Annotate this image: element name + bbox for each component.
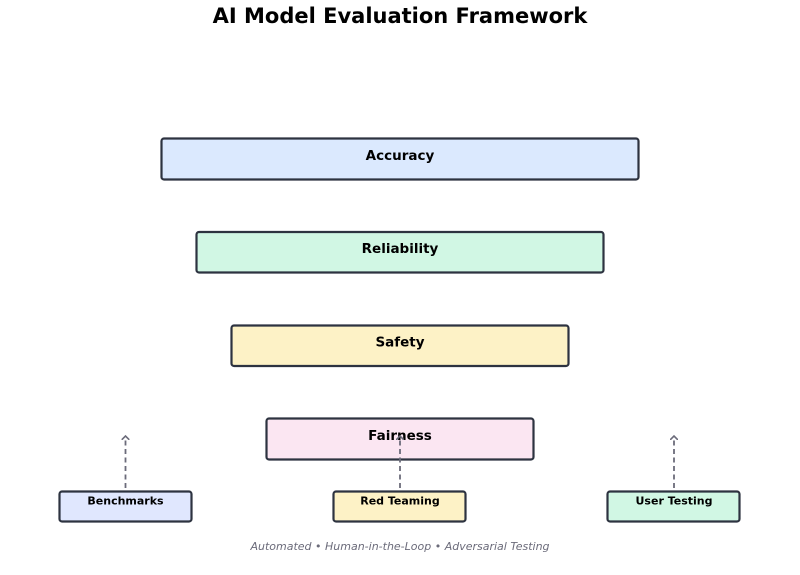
method-box-benchmarks — [58, 490, 193, 523]
method-label-benchmarks: Benchmarks — [87, 495, 164, 508]
method-box-user-testing — [606, 490, 741, 523]
method-user-testing: User Testing — [606, 490, 741, 523]
footer-caption: Automated • Human-in-the-Loop • Adversar… — [250, 540, 550, 553]
page-title: AI Model Evaluation Framework — [212, 4, 588, 28]
method-label-user-testing: User Testing — [636, 495, 713, 508]
method-label-red-teaming: Red Teaming — [360, 495, 440, 508]
method-red-teaming: Red Teaming — [332, 490, 467, 523]
layer-box-safety — [230, 324, 570, 368]
method-box-red-teaming — [332, 490, 467, 523]
layer-accuracy: Accuracy — [160, 137, 640, 181]
layer-label-safety: Safety — [375, 335, 424, 351]
method-benchmarks: Benchmarks — [58, 490, 193, 523]
layer-safety: Safety — [230, 324, 570, 368]
layer-label-accuracy: Accuracy — [366, 148, 435, 164]
layer-box-reliability — [195, 230, 605, 274]
layer-box-accuracy — [160, 137, 640, 181]
layer-label-reliability: Reliability — [362, 241, 439, 257]
layer-reliability: Reliability — [195, 230, 605, 274]
